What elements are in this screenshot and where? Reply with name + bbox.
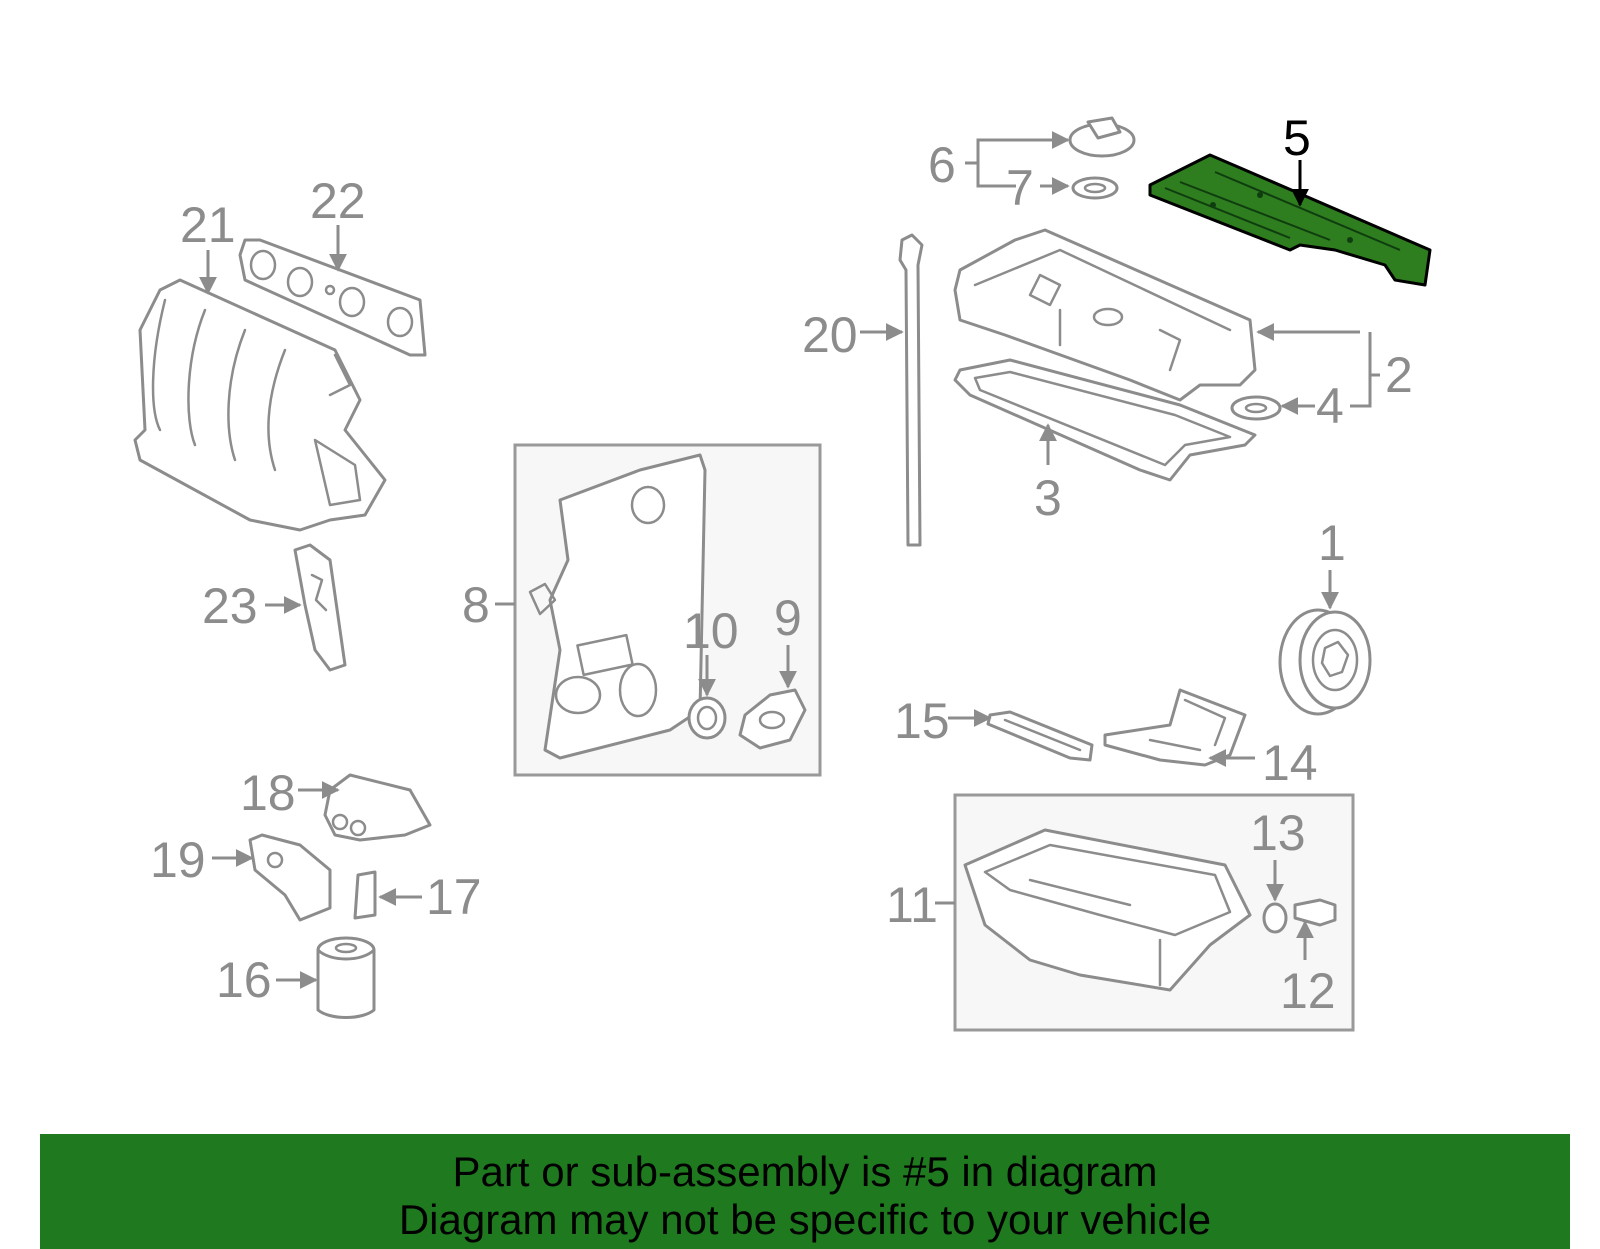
part-7-cap-seal xyxy=(1071,176,1119,200)
part-5-engine-cover xyxy=(1148,153,1432,287)
part-10-oil-seal xyxy=(687,696,727,740)
part-6-oil-filler-cap xyxy=(1068,116,1136,158)
callout-17: 17 xyxy=(426,869,482,925)
callout-14: 14 xyxy=(1262,735,1318,791)
callout-9: 9 xyxy=(774,590,802,646)
callout-5: 5 xyxy=(1283,110,1311,166)
callout-6: 6 xyxy=(928,137,956,193)
callout-22: 22 xyxy=(310,173,366,229)
callout-1: 1 xyxy=(1318,515,1346,571)
part-15-baffle xyxy=(986,710,1094,762)
callout-12: 12 xyxy=(1280,963,1336,1019)
part-23-bracket xyxy=(293,543,347,672)
part-11-oil-pan xyxy=(963,828,1252,992)
callout-13: 13 xyxy=(1250,805,1306,861)
callout-19: 19 xyxy=(150,832,206,888)
callout-18: 18 xyxy=(240,765,296,821)
leader-lines xyxy=(199,131,1380,989)
part-14-baffle-plate xyxy=(1103,688,1247,767)
callout-16: 16 xyxy=(216,952,272,1008)
part-20-dipstick xyxy=(898,233,924,547)
part-21-intake-manifold xyxy=(133,278,387,532)
callout-2: 2 xyxy=(1385,347,1413,403)
callout-20: 20 xyxy=(802,307,858,363)
part-18-filter-housing xyxy=(323,773,432,842)
callout-8: 8 xyxy=(462,577,490,633)
part-9-cover-plate xyxy=(738,688,807,750)
part-8-timing-cover xyxy=(528,453,707,760)
callout-3: 3 xyxy=(1034,470,1062,526)
callout-23: 23 xyxy=(202,578,258,634)
part-22-manifold-gasket xyxy=(238,238,427,357)
banner-line-2: Diagram may not be specific to your vehi… xyxy=(398,1196,1212,1243)
part-12-drain-bolt xyxy=(1293,898,1337,927)
callout-21: 21 xyxy=(180,197,236,253)
callout-15: 15 xyxy=(894,693,950,749)
banner-line-1: Part or sub-assembly is #5 in diagram xyxy=(452,1148,1158,1195)
part-13-washer xyxy=(1262,902,1288,934)
part-17-seal xyxy=(353,870,377,920)
callout-4: 4 xyxy=(1316,378,1344,434)
callout-7: 7 xyxy=(1006,160,1034,216)
part-19-bracket xyxy=(248,833,332,922)
part-1-crankshaft-pulley xyxy=(1278,608,1372,716)
part-4-seal-washer xyxy=(1230,395,1282,421)
callout-10: 10 xyxy=(683,603,739,659)
callout-11: 11 xyxy=(886,877,938,933)
callout-labels: 1 2 3 4 5 6 7 8 9 10 11 12 13 14 15 16 1… xyxy=(150,110,1413,1019)
part-16-oil-filter xyxy=(316,936,376,1019)
part-3-head-cover-gasket xyxy=(953,358,1257,482)
part-2-cylinder-head-cover xyxy=(953,228,1257,402)
info-banner: Part or sub-assembly is #5 in diagram Di… xyxy=(40,1134,1570,1249)
